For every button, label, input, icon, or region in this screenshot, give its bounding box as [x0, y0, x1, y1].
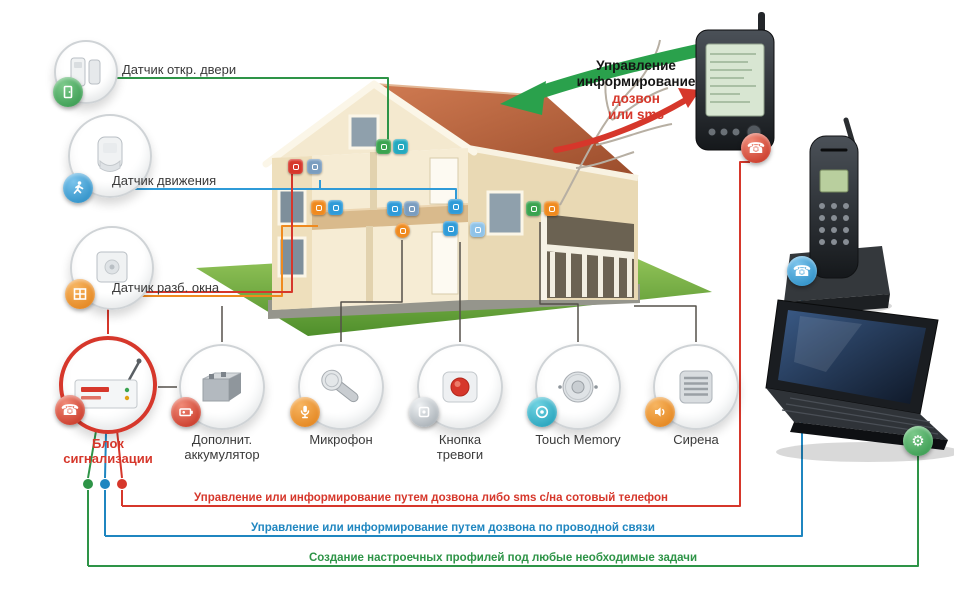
roof	[374, 84, 638, 178]
house-device-badge	[395, 223, 410, 238]
house-device-badge	[311, 200, 326, 215]
glassbreak-sensor-label: Датчик разб. окна	[112, 280, 220, 295]
house-device-badge	[307, 159, 322, 174]
microphone-art	[321, 369, 359, 403]
glassbreak-sensor-art	[96, 251, 128, 283]
house-device-badge	[387, 201, 402, 216]
red-arrow	[553, 98, 687, 153]
red-connector-dot	[117, 479, 127, 489]
house-device-badge	[328, 200, 343, 215]
house-device-badge	[376, 139, 391, 154]
house-device-badge	[393, 139, 408, 154]
cordless-phone-device	[780, 117, 892, 316]
touch-memory-icon	[527, 397, 557, 427]
control-arrows	[500, 43, 707, 153]
microphone-icon	[290, 397, 320, 427]
landline-phone-icon: ☎	[787, 256, 817, 286]
phone-glyph: ☎	[792, 262, 812, 280]
panic-button-icon	[409, 397, 439, 427]
battery-label: Дополнит. аккумулятор	[184, 432, 260, 463]
wire-red-legend	[116, 161, 750, 507]
touch-memory-label: Touch Memory	[535, 432, 621, 447]
phone-glyph: ☎	[60, 401, 80, 419]
wire-door-sensor	[86, 77, 389, 150]
laptop-screen	[778, 310, 926, 404]
legend-landline-label: Управление или информирование путем дозв…	[251, 522, 655, 534]
motion-icon	[63, 173, 93, 203]
siren-icon	[645, 397, 675, 427]
legend-profiles-label: Создание настроечных профилей под любые …	[308, 552, 698, 564]
siren-art	[679, 370, 713, 404]
motion-sensor-label: Датчик движения	[112, 173, 217, 188]
legend-gsm-label: Управление или информирование путем дозв…	[194, 492, 668, 504]
pda-phone-icon: ☎	[741, 133, 771, 163]
green-connector-dot	[83, 479, 93, 489]
house-device-badge	[544, 201, 559, 216]
window-icon	[65, 279, 95, 309]
panic-button-art	[442, 371, 478, 403]
callout-red-line: или sms	[608, 107, 664, 123]
glassbreak-sensor-device	[70, 226, 154, 310]
wire-peripherals	[158, 222, 697, 388]
callout-black-line: Управление	[596, 58, 676, 73]
callout-red-line: дозвон	[612, 90, 660, 106]
callout-black-line: информирование	[576, 74, 696, 90]
motion-sensor-device	[68, 114, 152, 198]
wires	[83, 77, 919, 567]
door-icon	[53, 77, 83, 107]
battery-icon	[171, 397, 201, 427]
veranda-rail	[544, 244, 634, 259]
motion-sensor-art	[97, 136, 123, 172]
wire-window-sensor	[94, 225, 318, 297]
phone-screen	[819, 169, 849, 193]
green-arrow	[531, 43, 707, 100]
blue-connector-dot	[100, 479, 110, 489]
laptop-device	[765, 299, 954, 462]
siren-label: Сирена	[673, 432, 719, 447]
wire-alarm-unit	[107, 172, 293, 334]
touch-memory-art	[558, 371, 598, 403]
house-device-badge	[288, 159, 303, 174]
callout-text: Управление информирование дозвон или sms	[566, 58, 706, 124]
panic-button-label: Кнопка тревоги	[436, 432, 484, 463]
microphone-label: Микрофон	[309, 432, 373, 447]
house-device-badge	[448, 199, 463, 214]
wire-green-legend	[87, 430, 919, 567]
pda-device	[695, 12, 775, 151]
alarm-unit-art	[74, 358, 142, 409]
house-window	[486, 190, 524, 236]
house-device-badge	[526, 201, 541, 216]
house-device-badge	[443, 221, 458, 236]
panic-button-device	[417, 344, 503, 430]
floor-slab	[272, 204, 468, 232]
door-sensor-label: Датчик откр. двери	[122, 62, 237, 77]
gear-glyph: ⚙	[911, 432, 925, 450]
settings-gear-icon: ⚙	[903, 426, 933, 456]
phone-icon: ☎	[55, 395, 85, 425]
phone-glyph: ☎	[746, 139, 766, 157]
house-device-badge	[470, 222, 485, 237]
attic-window	[348, 114, 380, 150]
battery-art	[202, 372, 242, 402]
alarm-unit-label: Блок сигнализации	[63, 436, 153, 467]
house-device-badge	[404, 201, 419, 216]
